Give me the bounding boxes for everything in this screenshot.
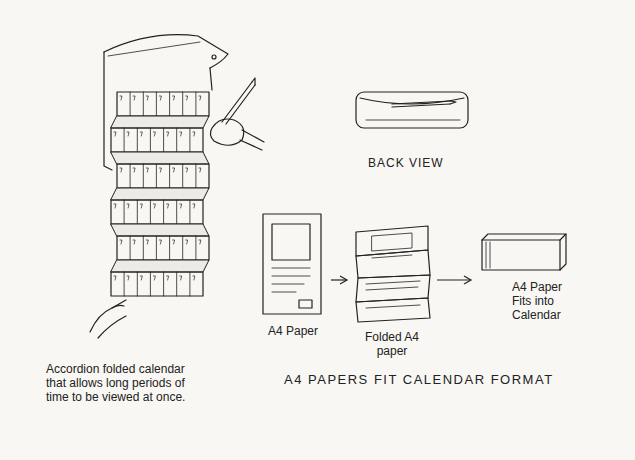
folded-a4-drawing	[356, 226, 430, 322]
calendar-panel-line	[111, 188, 209, 200]
figure-caption: A4 Paper Fits into Calendar	[474, 280, 572, 322]
flow-arrow	[437, 276, 471, 284]
calendar-panel-line	[111, 260, 209, 272]
calendar-panel-line	[111, 272, 203, 296]
calendar-panel-line	[111, 116, 209, 128]
calendar-panel-line	[120, 96, 201, 100]
calendar-panel-line	[124, 272, 190, 296]
figure-node: Folded A4 paper	[350, 222, 434, 358]
arrow-line	[331, 279, 347, 280]
calendar-pocket	[104, 35, 228, 170]
figure-caption: Folded A4 paper	[350, 330, 434, 358]
note-text: Accordion folded calendar that allows lo…	[46, 362, 194, 404]
calendar-panel-line	[114, 204, 195, 208]
arrow-head	[464, 276, 471, 284]
a4-paper-drawing	[263, 214, 321, 314]
accordion-calendar	[111, 92, 209, 296]
calendar-panel-line	[111, 128, 203, 152]
calendar-panel-line	[114, 276, 195, 280]
figure-caption: A4 Paper	[258, 324, 328, 338]
calendar-panel-line	[120, 240, 201, 244]
calendar-panel-line	[117, 164, 209, 188]
calendar-panel-line	[124, 200, 190, 224]
calendar-panel-line	[111, 152, 209, 164]
calendar-panel-line	[111, 224, 209, 236]
hand	[90, 300, 126, 338]
figure-node: A4 Paper	[258, 212, 328, 338]
calendar-panel-line	[117, 236, 209, 260]
section-label: BACK VIEW	[368, 156, 444, 170]
arrow-line	[437, 279, 471, 280]
section-label: A4 PAPERS FIT CALENDAR FORMAT	[284, 372, 554, 387]
calendar-panel-line	[130, 92, 196, 116]
hand-with-pencil	[210, 78, 264, 150]
calendar-panel-line	[111, 200, 203, 224]
figure-node: A4 Paper Fits into Calendar	[474, 232, 572, 322]
calendar-panel-line	[120, 168, 201, 172]
calendar-panel-line	[124, 128, 190, 152]
calendar-panel-line	[130, 164, 196, 188]
calendar-panel-line	[117, 92, 209, 116]
arrow-head	[340, 276, 347, 284]
flow-arrow	[331, 276, 347, 284]
back-view-drawing	[356, 92, 468, 128]
calendar-panel-line	[114, 132, 195, 136]
calendar-panel-line	[130, 236, 196, 260]
folded-block-drawing	[482, 234, 566, 270]
